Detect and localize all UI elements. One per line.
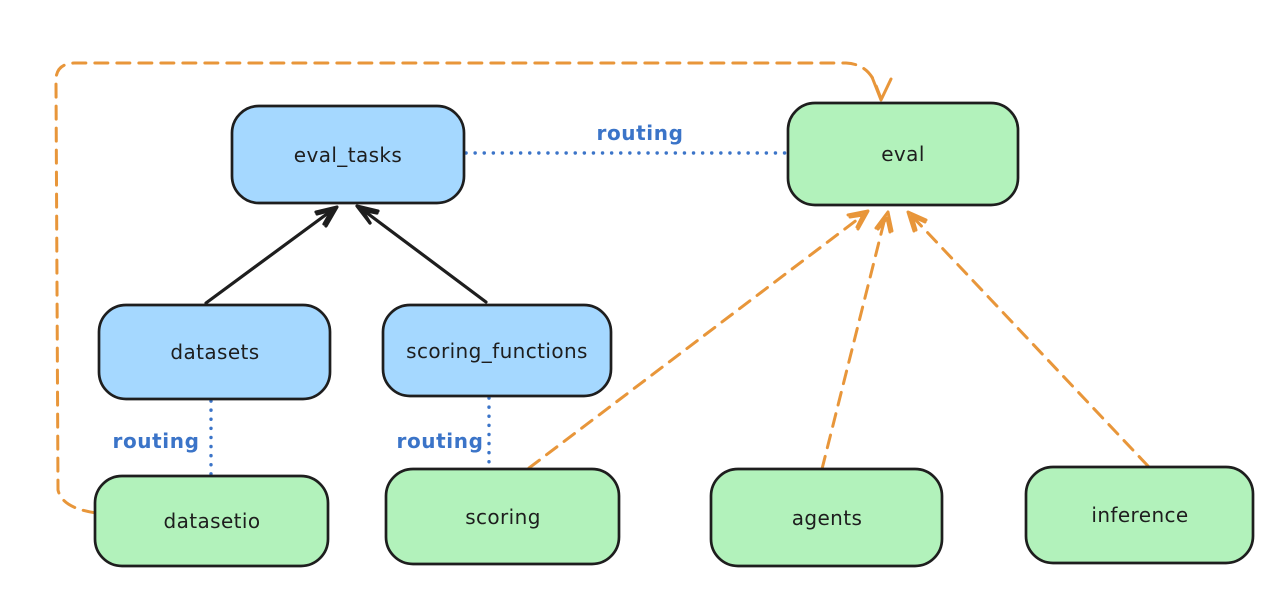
edge-datasetio-loop-to-eval bbox=[54, 61, 882, 515]
node-scoring-functions-label: scoring_functions bbox=[406, 339, 588, 363]
label-routing-datasets-datasetio: routing bbox=[112, 429, 199, 453]
edge-scoring-functions-to-eval-tasks bbox=[357, 205, 488, 304]
label-routing-scoring-functions-scoring: routing bbox=[396, 429, 483, 453]
arrowhead-scoring-into-eval-sketch bbox=[848, 213, 865, 229]
arrowhead-loop-into-eval-top bbox=[870, 75, 893, 102]
node-rects bbox=[93, 101, 1255, 568]
arrowhead-inference-into-eval-sketch bbox=[910, 214, 927, 232]
arrowhead-scoring-functions-into-eval-tasks-sketch bbox=[360, 208, 379, 225]
node-inference-box bbox=[1024, 465, 1255, 565]
arrowhead-inference-into-eval bbox=[906, 210, 928, 233]
black-registry-arrows bbox=[204, 204, 488, 305]
node-eval-tasks-label: eval_tasks bbox=[294, 143, 402, 167]
edge-agents-to-eval bbox=[820, 212, 888, 471]
node-datasets-label: datasets bbox=[170, 340, 259, 364]
arrowhead-agents-into-eval bbox=[874, 210, 894, 233]
blue-routing-edges bbox=[209, 151, 788, 476]
node-eval-tasks-box bbox=[230, 104, 466, 205]
node-eval-box bbox=[786, 101, 1020, 207]
node-scoring-functions-box bbox=[381, 303, 613, 398]
orange-dependency-edges bbox=[54, 61, 1150, 515]
arrowhead-datasets-into-eval-tasks-sketch bbox=[315, 208, 334, 226]
node-datasetio-box bbox=[93, 474, 330, 568]
routing-edge-labels: routing routing routing bbox=[112, 121, 683, 453]
arrowhead-datasets-into-eval-tasks bbox=[314, 205, 339, 228]
edge-inference-to-eval bbox=[908, 212, 1150, 468]
node-datasetio-label: datasetio bbox=[163, 509, 260, 533]
arrowhead-agents-into-eval-sketch bbox=[876, 216, 892, 234]
node-datasets-box bbox=[97, 303, 332, 401]
label-routing-eval-tasks-eval: routing bbox=[596, 121, 683, 145]
node-inference-label: inference bbox=[1091, 503, 1188, 527]
node-agents-label: agents bbox=[792, 506, 863, 530]
node-scoring-box bbox=[384, 467, 621, 566]
node-agents-box bbox=[709, 467, 944, 568]
node-eval-label: eval bbox=[881, 142, 925, 166]
node-labels: eval_tasks eval datasets scoring_functio… bbox=[163, 142, 1188, 533]
edge-datasets-to-eval-tasks bbox=[204, 206, 337, 305]
edge-scoring-to-eval bbox=[527, 211, 868, 470]
node-scoring-label: scoring bbox=[465, 505, 541, 529]
arrowhead-scoring-into-eval bbox=[846, 209, 870, 231]
